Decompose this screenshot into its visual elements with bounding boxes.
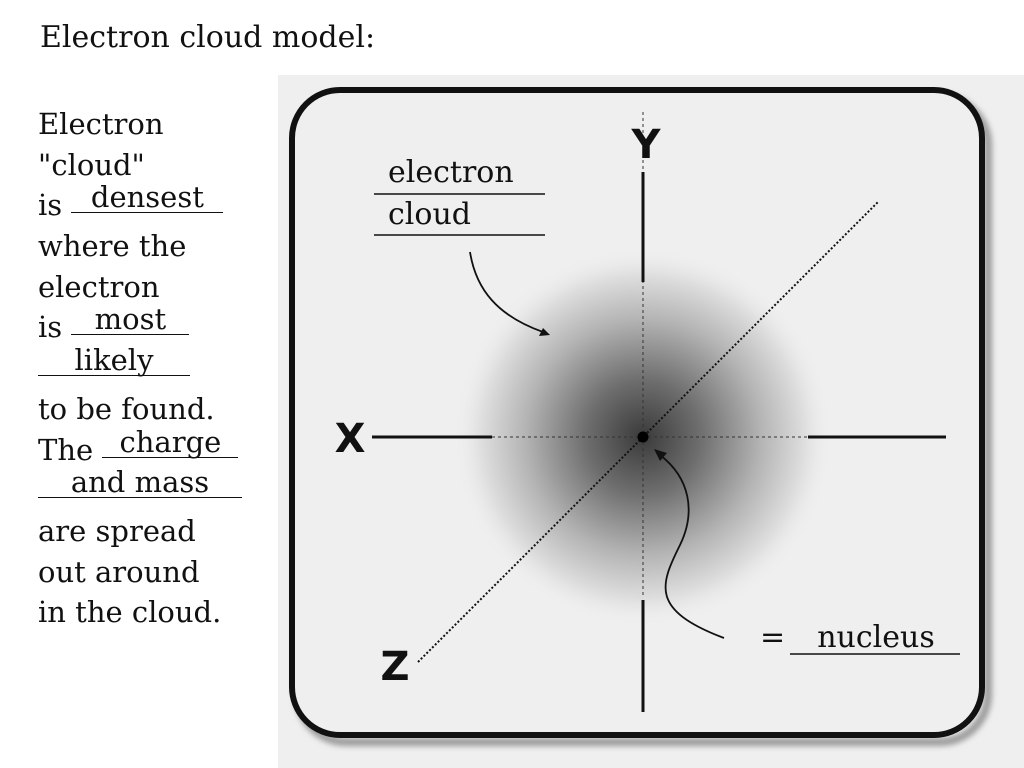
notes-text: Electron "cloud" is densest where the el… <box>38 104 270 633</box>
notes-is-1: is <box>38 188 63 223</box>
z-axis-dotted <box>417 201 879 663</box>
axis-label-x: X <box>335 416 366 462</box>
cloud-arrow-head <box>539 328 550 336</box>
nucleus-dot <box>637 431 649 443</box>
notes-line-13: in the cloud. <box>38 595 222 630</box>
notes-line-4: where the <box>38 229 187 264</box>
page-title: Electron cloud model: <box>40 20 376 55</box>
blank-charge: charge <box>102 427 239 458</box>
notes-line-11: are spread <box>38 513 196 548</box>
notes-is-2: is <box>38 310 63 345</box>
notes-line-3: is densest <box>38 182 270 226</box>
notes-line-8: to be found. <box>38 391 215 426</box>
notes-line-1: Electron <box>38 107 164 141</box>
blank-most: most <box>71 304 190 336</box>
notes-the: The <box>38 432 94 467</box>
notes-line-10: and mass <box>38 467 270 511</box>
notes-line-5: electron <box>38 269 160 304</box>
blank-densest: densest <box>71 182 224 214</box>
axis-label-y: Y <box>631 122 662 168</box>
notes-line-9: The charge <box>38 427 270 471</box>
cloud-label-line-1: electron <box>388 155 514 190</box>
blank-likely: likely <box>38 345 190 377</box>
cloud-arrow-line <box>469 251 544 333</box>
notes-line-2: "cloud" <box>38 147 145 182</box>
nucleus-label: nucleus <box>817 620 935 655</box>
nucleus-equals: = <box>760 620 785 655</box>
notes-line-7: likely <box>38 345 270 389</box>
axis-label-z: Z <box>380 644 409 690</box>
cloud-label-line-2: cloud <box>388 197 471 232</box>
nucleus-arrow-line <box>659 454 725 639</box>
nucleus-arrow-head <box>654 449 667 461</box>
notes-line-6: is most <box>38 304 270 348</box>
notes-line-12: out around <box>38 554 200 589</box>
blank-and-mass: and mass <box>38 467 242 499</box>
